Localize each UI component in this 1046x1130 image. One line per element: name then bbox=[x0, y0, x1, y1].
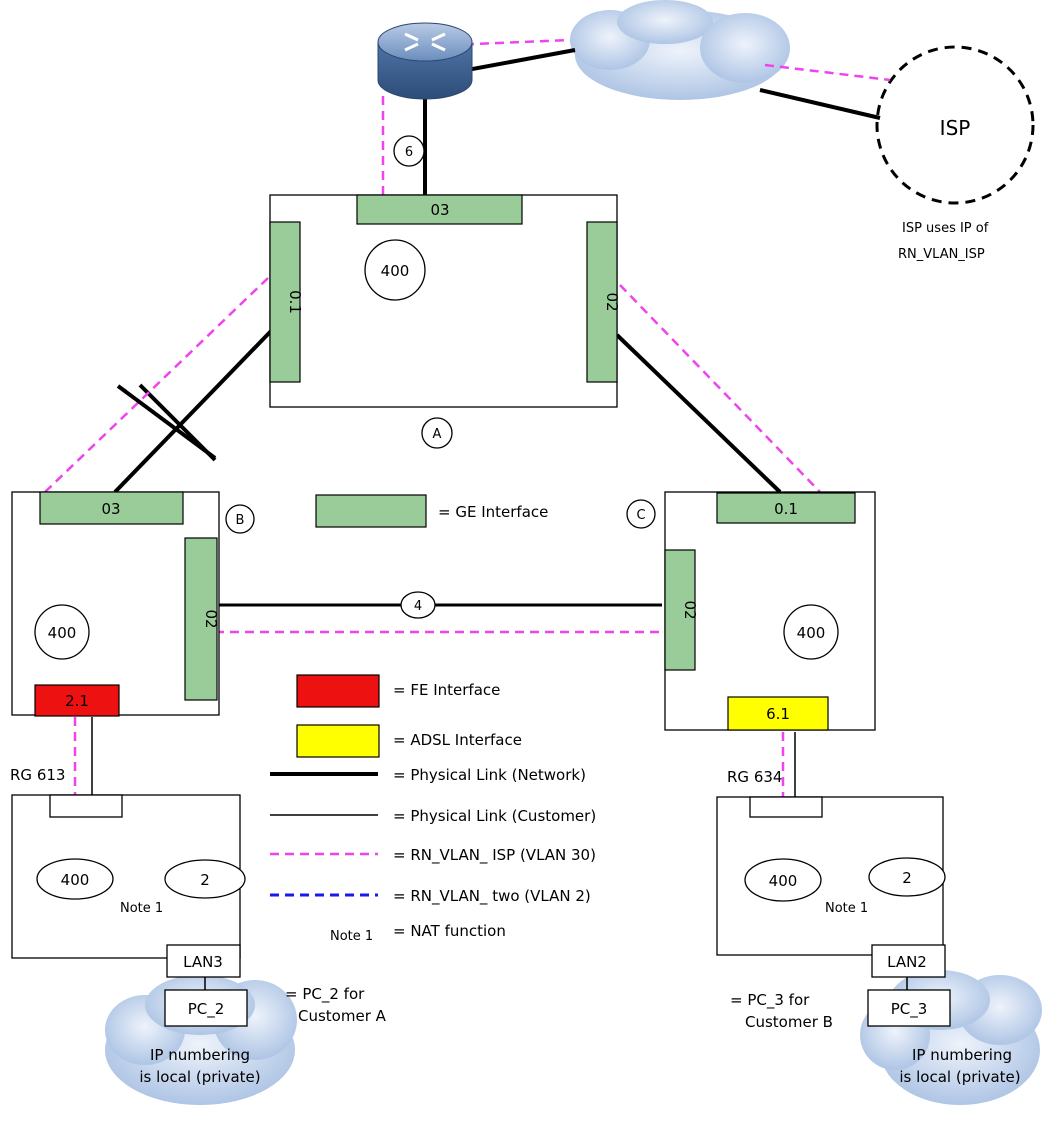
rg-634-wan-port bbox=[749, 796, 823, 818]
rg-613-wan-port bbox=[49, 794, 123, 818]
rg-613-vlan-400-label: 400 bbox=[61, 871, 90, 889]
legend-adsl-swatch bbox=[296, 724, 380, 758]
node-b-port-03-label: 03 bbox=[101, 500, 120, 518]
node-a-vlan-400-label: 400 bbox=[381, 262, 410, 280]
cloud-b-line2: is local (private) bbox=[899, 1068, 1020, 1086]
node-c-id-label: C bbox=[636, 508, 645, 523]
rg-634-note: Note 1 bbox=[825, 901, 868, 916]
legend-note-value: = NAT function bbox=[393, 922, 506, 940]
pc-2-label: PC_2 bbox=[188, 1000, 225, 1019]
node-b-port-02 bbox=[184, 537, 218, 701]
node-a-port-03 bbox=[356, 194, 523, 225]
node-b: 03 02 2.1 400 bbox=[11, 491, 220, 717]
legend: = GE Interface = FE Interface = ADSL Int… bbox=[270, 494, 596, 944]
rg-634-label: RG 634 bbox=[727, 768, 782, 786]
router-icon bbox=[377, 22, 473, 100]
isp-label: ISP bbox=[940, 116, 971, 140]
rg-613-vlan-2 bbox=[164, 859, 246, 899]
node-c-port-61 bbox=[727, 696, 829, 731]
pc-3: PC_3 bbox=[867, 989, 951, 1027]
rg-613-note: Note 1 bbox=[120, 901, 163, 916]
pc-3-label: PC_3 bbox=[891, 1000, 928, 1019]
link-failure-cross-icon bbox=[116, 384, 217, 460]
cloud-a-line2: is local (private) bbox=[139, 1068, 260, 1086]
pc-2-note-line2: Customer A bbox=[298, 1007, 387, 1025]
rg-634: 400 2 Note 1 LAN2 bbox=[716, 796, 946, 978]
rg-613-label: RG 613 bbox=[10, 766, 65, 784]
node-a-port-01-label: 0.1 bbox=[286, 290, 304, 314]
link-id-6: 6 bbox=[393, 135, 425, 167]
node-b-port-02-label: 02 bbox=[202, 609, 220, 628]
link-id-6-label: 6 bbox=[405, 145, 413, 160]
legend-adsl-label: = ADSL Interface bbox=[393, 731, 522, 749]
node-a-port-03-label: 03 bbox=[430, 201, 449, 219]
node-a-id: A bbox=[421, 417, 453, 449]
node-a-id-label: A bbox=[433, 427, 442, 442]
rg-634-lan-label: LAN2 bbox=[887, 953, 927, 971]
node-c-vlan-400-label: 400 bbox=[797, 624, 826, 642]
pc-2-note-line1: = PC_2 for bbox=[285, 985, 365, 1004]
rg-613-lan-port bbox=[166, 944, 241, 978]
rg-613-vlan-2-label: 2 bbox=[200, 871, 210, 889]
node-b-port-21 bbox=[34, 684, 120, 717]
cloud-a-line1: IP numbering bbox=[150, 1046, 250, 1064]
cloud-b-line1: IP numbering bbox=[912, 1046, 1012, 1064]
rg-634-vlan-400-label: 400 bbox=[769, 872, 798, 890]
pc-3-note-line2: Customer B bbox=[745, 1013, 833, 1031]
legend-phys-net-label: = Physical Link (Network) bbox=[393, 766, 586, 784]
isp-node: ISP bbox=[875, 45, 1035, 205]
node-c-port-61-label: 6.1 bbox=[766, 705, 790, 723]
isp-note-line2: RN_VLAN_ISP bbox=[898, 247, 985, 262]
node-b-vlan-400-label: 400 bbox=[48, 624, 77, 642]
node-b-id-label: B bbox=[236, 513, 245, 528]
rg-634-lan-port bbox=[871, 944, 946, 978]
pc-3-note-line1: = PC_3 for bbox=[730, 991, 810, 1010]
node-c-port-01-label: 0.1 bbox=[774, 500, 798, 518]
rg-634-vlan-2 bbox=[868, 857, 946, 897]
node-a-vlan-400 bbox=[364, 239, 426, 301]
isp-note-line1: ISP uses IP of bbox=[902, 221, 989, 236]
node-c-port-01 bbox=[716, 492, 856, 524]
link-id-4-label: 4 bbox=[414, 599, 422, 614]
node-c-vlan-400 bbox=[783, 604, 839, 660]
node-b-id: B bbox=[225, 504, 255, 534]
node-b-vlan-400 bbox=[34, 604, 90, 660]
node-a: 03 0.1 02 400 bbox=[269, 194, 621, 408]
rg-613-vlan-400 bbox=[36, 858, 114, 900]
node-c: 0.1 02 6.1 400 bbox=[664, 491, 876, 731]
legend-fe-swatch bbox=[296, 674, 380, 708]
node-c-id: C bbox=[626, 499, 656, 529]
legend-fe-label: = FE Interface bbox=[393, 681, 500, 699]
node-b-port-21-label: 2.1 bbox=[65, 692, 89, 710]
node-a-port-02-label: 02 bbox=[603, 292, 621, 311]
rg-613: 400 2 Note 1 LAN3 bbox=[11, 794, 246, 978]
legend-ge-swatch bbox=[315, 494, 427, 528]
rg-613-lan-label: LAN3 bbox=[183, 953, 223, 971]
node-a-port-01 bbox=[269, 221, 301, 383]
isp-cloud bbox=[570, 0, 790, 100]
node-b-port-03 bbox=[39, 491, 184, 525]
pc-2: PC_2 bbox=[164, 989, 248, 1027]
node-c-port-02-label: 02 bbox=[681, 600, 699, 619]
rg-634-vlan-2-label: 2 bbox=[902, 869, 912, 887]
link-id-4: 4 bbox=[400, 591, 436, 619]
legend-vlan-two-label: = RN_VLAN_ two (VLAN 2) bbox=[393, 887, 591, 906]
legend-note-key: Note 1 bbox=[330, 929, 373, 944]
rg-634-vlan-400 bbox=[744, 858, 822, 902]
legend-phys-cust-label: = Physical Link (Customer) bbox=[393, 807, 596, 825]
node-a-port-02 bbox=[586, 221, 618, 383]
node-c-port-02 bbox=[664, 549, 696, 671]
legend-vlan-isp-label: = RN_VLAN_ ISP (VLAN 30) bbox=[393, 846, 596, 865]
legend-ge-label: = GE Interface bbox=[438, 503, 548, 521]
